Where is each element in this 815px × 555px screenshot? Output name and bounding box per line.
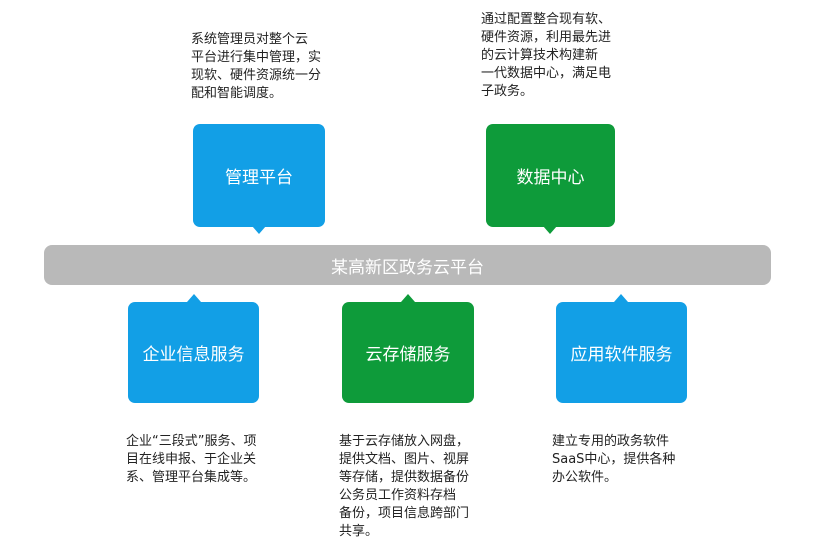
datacenter-description: 通过配置整合现有软、 硬件资源，利用最先进 的云计算技术构建新 一代数据中心，满… — [481, 12, 612, 99]
software-description: 建立专用的政务软件 SaaS中心，提供各种 办公软件。 — [552, 434, 676, 485]
platform-bar: 某高新区政务云平台 — [44, 245, 771, 285]
mgmt-platform-label: 管理平台 — [225, 168, 293, 188]
enterprise-pointer — [187, 294, 201, 302]
mgmt-description: 系统管理员对整个云 平台进行集中管理，实 现软、硬件资源统一分 配和智能调度。 — [191, 32, 322, 101]
enterprise-service-box: 企业信息服务 — [128, 302, 259, 403]
storage-description: 基于云存储放入网盘， 提供文档、图片、视屏 等存储，提供数据备份 公务员工作资料… — [339, 434, 470, 539]
app-software-box: 应用软件服务 — [556, 302, 687, 403]
datacenter-pointer — [543, 226, 557, 234]
storage-pointer — [401, 294, 415, 302]
enterprise-description: 企业“三段式”服务、项 目在线申报、于企业关 系、管理平台集成等。 — [126, 434, 257, 485]
enterprise-service-label: 企业信息服务 — [142, 345, 245, 365]
datacenter-label: 数据中心 — [516, 168, 585, 188]
software-pointer — [614, 294, 628, 302]
platform-label: 某高新区政务云平台 — [331, 257, 484, 278]
datacenter-box: 数据中心 — [486, 124, 615, 227]
mgmt-platform-box: 管理平台 — [193, 124, 325, 227]
cloud-storage-box: 云存储服务 — [342, 302, 474, 403]
mgmt-pointer — [252, 226, 266, 234]
cloud-storage-label: 云存储服务 — [365, 345, 451, 365]
app-software-label: 应用软件服务 — [570, 345, 673, 365]
